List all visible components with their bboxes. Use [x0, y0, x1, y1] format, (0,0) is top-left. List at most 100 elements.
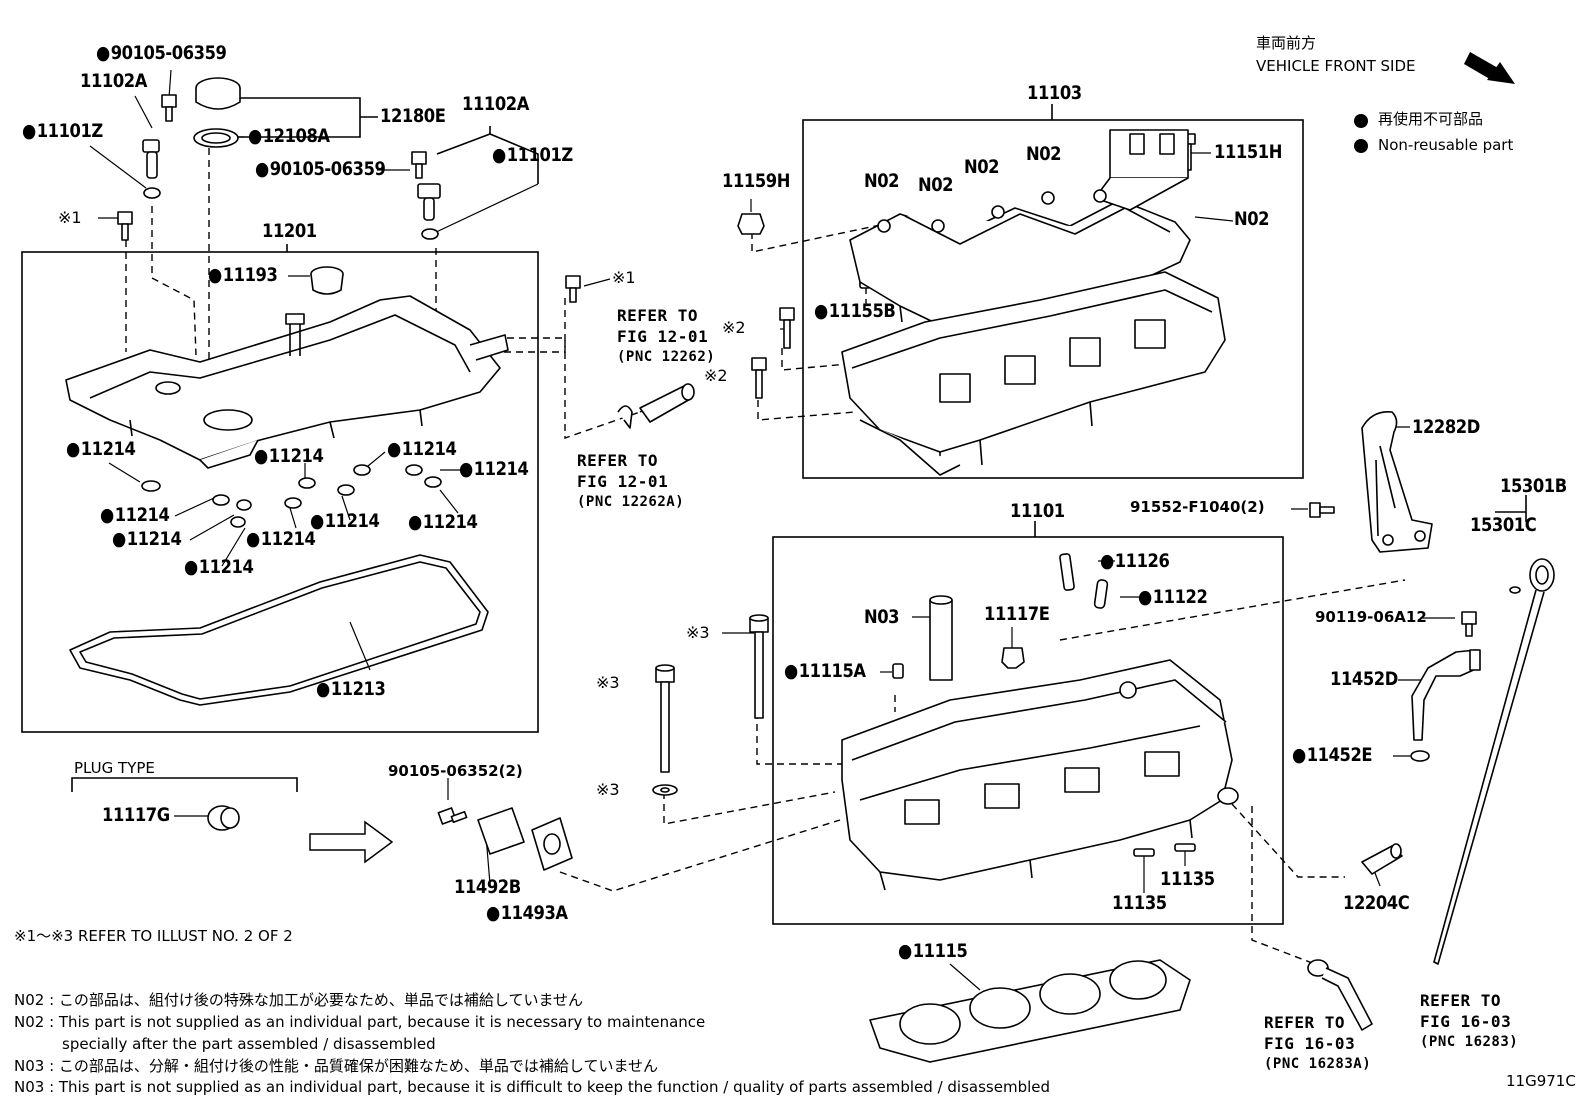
front-arrow-icon — [1464, 52, 1515, 84]
bolt-icon — [751, 357, 767, 399]
part-label: 90105-06359 — [255, 160, 386, 179]
part-label: 11452E — [1292, 746, 1373, 765]
part-label: 11214 — [254, 447, 324, 466]
part-label: 11117E — [984, 603, 1050, 625]
plug-icon — [207, 805, 240, 831]
clamp-icon — [617, 405, 633, 429]
bolt-icon — [161, 94, 177, 122]
cylinder-head-upper — [841, 271, 1226, 476]
head-top-frame — [802, 119, 1304, 479]
legend-dot-icon — [1354, 139, 1368, 153]
part-label: 11151H — [1214, 141, 1282, 163]
cam-sensor-icon — [142, 139, 161, 199]
breather-cap-icon — [310, 266, 344, 295]
part-label: N03 — [864, 606, 900, 628]
part-label: 11214 — [408, 513, 478, 532]
note-n03-ja: N03 : この部品は、分解・組付け後の性能・品質確保が困難なため、単品では補給… — [14, 1057, 659, 1075]
frame-label-head-top: 11103 — [1027, 82, 1082, 104]
bolt-icon — [437, 807, 468, 825]
cylinder-head-cover — [65, 295, 509, 469]
part-label: 90105-06359 — [96, 44, 227, 63]
part-label: ※3 — [596, 780, 620, 799]
hollow-arrow-icon — [309, 820, 394, 864]
temp-sensor-icon — [1361, 843, 1403, 875]
part-label: 12204C — [1343, 892, 1410, 914]
plug-icon — [1001, 647, 1025, 669]
note-n02-ja: N02 : この部品は、組付け後の特殊な加工が必要なため、単品では補給していませ… — [14, 991, 584, 1009]
pipe-icon — [639, 383, 695, 423]
part-label: 11492B — [454, 876, 521, 898]
dipstick — [1433, 558, 1555, 965]
part-label: ※1 — [612, 268, 636, 287]
plate-gasket — [531, 817, 573, 871]
part-label: 90105-06352(2) — [388, 762, 523, 780]
part-label: N02 — [1234, 208, 1270, 230]
part-label: ※3 — [686, 623, 710, 642]
bolt-icon — [1461, 611, 1477, 637]
plug-type-label: PLUG TYPE — [74, 759, 155, 777]
o-ring-icon — [1410, 750, 1430, 762]
cover-gasket — [69, 554, 489, 706]
part-label: 11193 — [208, 266, 278, 285]
cover-plate — [477, 807, 525, 855]
head-bolt-icon — [749, 614, 769, 719]
part-label: 12282D — [1412, 416, 1480, 438]
part-label: 11115A — [784, 662, 866, 681]
cylinder-head — [841, 659, 1239, 891]
camshaft-housing — [849, 129, 1191, 353]
bolt-icon — [1309, 502, 1335, 518]
bolt-icon — [117, 211, 133, 241]
vehicle-front-ja: 車両前方 — [1256, 34, 1317, 52]
part-label: 11213 — [316, 680, 386, 699]
washer-icon — [652, 784, 678, 796]
note-n02-en-cont: specially after the part assembled / dis… — [62, 1035, 436, 1053]
part-label: 11115 — [898, 942, 968, 961]
pin-icon — [1093, 579, 1109, 609]
seal-icon — [141, 464, 442, 528]
note-n02-en: N02 : This part is not supplied as an in… — [14, 1013, 706, 1031]
part-label: ※1 — [58, 208, 82, 227]
part-label: N02 — [918, 174, 954, 196]
refer-illustration-note: ※1〜※3 REFER TO ILLUST NO. 2 OF 2 — [14, 927, 293, 945]
part-label: 90119-06A12 — [1315, 608, 1427, 626]
nut-icon — [737, 213, 765, 235]
part-label: 15301C — [1470, 514, 1537, 536]
part-label: 11101Z — [492, 146, 574, 165]
bolt-icon — [565, 275, 581, 303]
part-label: 91552-F1040(2) — [1130, 498, 1265, 516]
part-label: 11214 — [387, 440, 457, 459]
dowel-icon — [892, 663, 904, 679]
dipstick-guide — [1411, 649, 1481, 741]
pin-icon — [1133, 843, 1196, 857]
part-label: 11102A — [80, 70, 147, 92]
part-label: 15301B — [1500, 475, 1567, 497]
legend-en: Non-reusable part — [1378, 136, 1514, 154]
part-label: 11214 — [112, 530, 182, 549]
bolt-icon — [779, 307, 795, 349]
part-label: ※3 — [596, 673, 620, 692]
cover-frame — [21, 251, 539, 733]
pin-icon — [1059, 553, 1075, 591]
part-label: 11214 — [66, 440, 136, 459]
part-label: 11126 — [1100, 552, 1170, 571]
part-label: 11452D — [1330, 668, 1398, 690]
part-label: ※2 — [722, 318, 746, 337]
part-label: 12180E — [380, 105, 446, 127]
part-label: 11214 — [310, 512, 380, 531]
part-label: 11122 — [1138, 588, 1208, 607]
vehicle-front-en: VEHICLE FRONT SIDE — [1256, 57, 1416, 75]
part-label: 11214 — [246, 530, 316, 549]
head-bolt-icon — [655, 664, 675, 773]
part-label: 11493A — [486, 904, 568, 923]
bolt-icon — [411, 151, 427, 179]
head-gasket — [869, 959, 1191, 1063]
part-label: 11159H — [722, 170, 790, 192]
oil-cap-icon — [193, 77, 241, 148]
part-label: 11135 — [1112, 892, 1167, 914]
part-label: N02 — [964, 156, 1000, 178]
